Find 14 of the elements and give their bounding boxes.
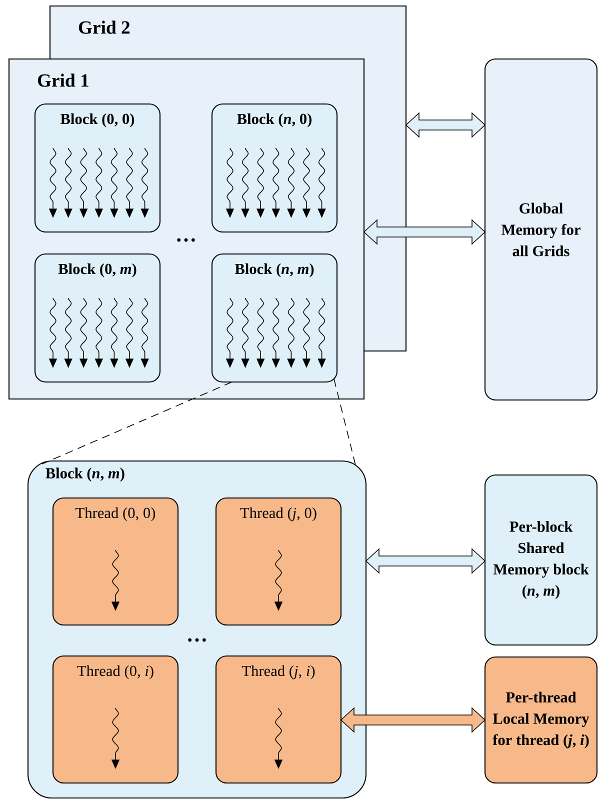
memory-box: Per-thread Local Memory for thread (j, i) — [484, 656, 598, 784]
block-box: Block (n, m) — [211, 253, 338, 383]
memory-box: Per-block Shared Memory block (n, m) — [484, 474, 598, 646]
ellipsis: … — [177, 238, 195, 242]
block-box: Block (0, m) — [34, 253, 161, 383]
thread-box: Thread (j, i) — [215, 655, 342, 784]
thread-box: Thread (0, i) — [52, 655, 179, 784]
dashed-line — [334, 378, 356, 468]
memory-box: Global Memory for all Grids — [484, 58, 598, 401]
block-box: Block (n, 0) — [211, 103, 338, 233]
ellipsis: … — [188, 638, 206, 642]
thread-box: Thread (0, 0) — [52, 497, 179, 626]
thread-box: Thread (j, 0) — [215, 497, 342, 626]
block-box: Block (0, 0) — [34, 103, 161, 233]
